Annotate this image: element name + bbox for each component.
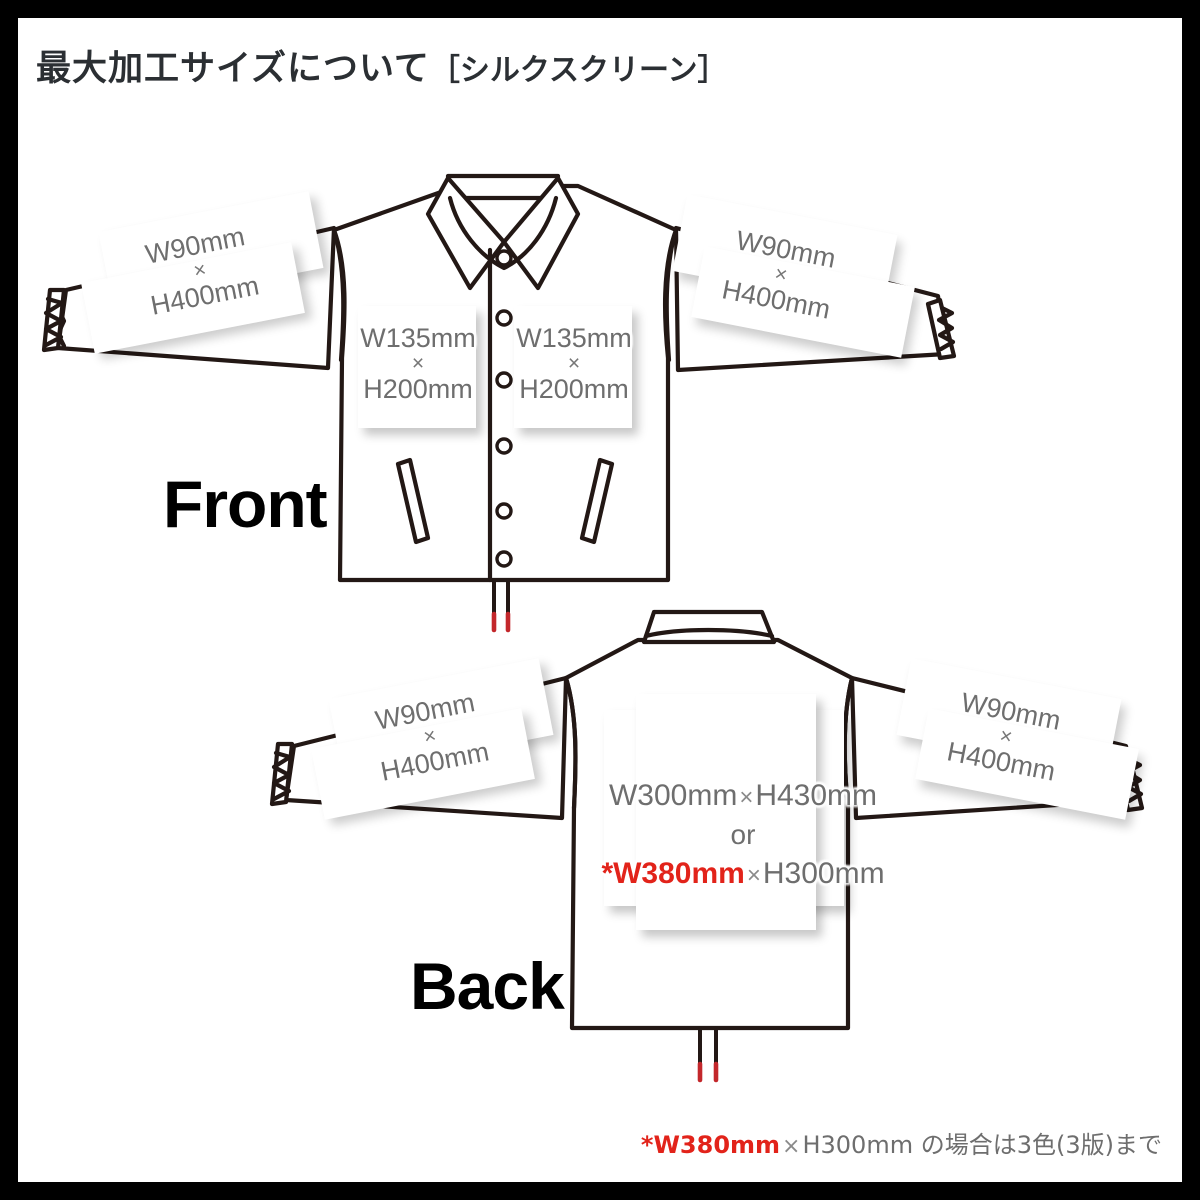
- back-view-label: Back: [410, 949, 565, 1023]
- page-title-main: 最大加工サイズについて: [36, 49, 430, 89]
- front-chest-right-print-area: [514, 306, 632, 428]
- front-chest-right-width: W135mm: [516, 323, 632, 353]
- back-body-option2-sep: ×: [746, 862, 761, 889]
- back-jacket-illustration: [269, 609, 1145, 1083]
- front-chest-left-sep: ×: [411, 352, 425, 376]
- page-title-bracket: ［シルクスクリーン］: [429, 53, 728, 88]
- front-chest-left-label: W135mm × H200mm: [348, 323, 488, 404]
- back-body-option1-width: W300mm: [608, 779, 738, 812]
- footnote-size2: H300mm: [802, 1131, 914, 1159]
- front-jacket-illustration: [41, 173, 957, 633]
- page-title: 最大加工サイズについて［シルクスクリーン］: [36, 40, 728, 91]
- front-chest-left-height: H200mm: [363, 374, 473, 405]
- footnote-marked-size: *W380mm: [640, 1131, 781, 1159]
- front-chest-right-label: W135mm × H200mm: [504, 323, 644, 404]
- front-chest-right-sep: ×: [567, 352, 581, 376]
- footnote-text: の場合は3色(3版)まで: [913, 1131, 1162, 1159]
- front-view-label: Front: [163, 467, 328, 541]
- back-body-option2-width: *W380mm: [601, 857, 745, 890]
- front-chest-left-width: W135mm: [360, 323, 476, 353]
- footnote-sep: ×: [782, 1134, 801, 1159]
- back-body-option2-height: H300mm: [762, 857, 885, 890]
- back-body-print-area-tall: [636, 694, 816, 930]
- diagram-canvas: 最大加工サイズについて［シルクスクリーン］: [18, 18, 1182, 1182]
- front-chest-left-print-area: [358, 306, 476, 428]
- back-body-or: or: [730, 819, 756, 850]
- footnote: *W380mm×H300mm の場合は3色(3版)まで: [641, 1125, 1162, 1160]
- back-body-option1-height: H430mm: [755, 779, 878, 812]
- back-body-label: W300mm×H430mm or *W380mm×H300mm: [558, 776, 928, 893]
- back-body-option1-sep: ×: [739, 784, 754, 811]
- front-chest-right-height: H200mm: [519, 374, 629, 405]
